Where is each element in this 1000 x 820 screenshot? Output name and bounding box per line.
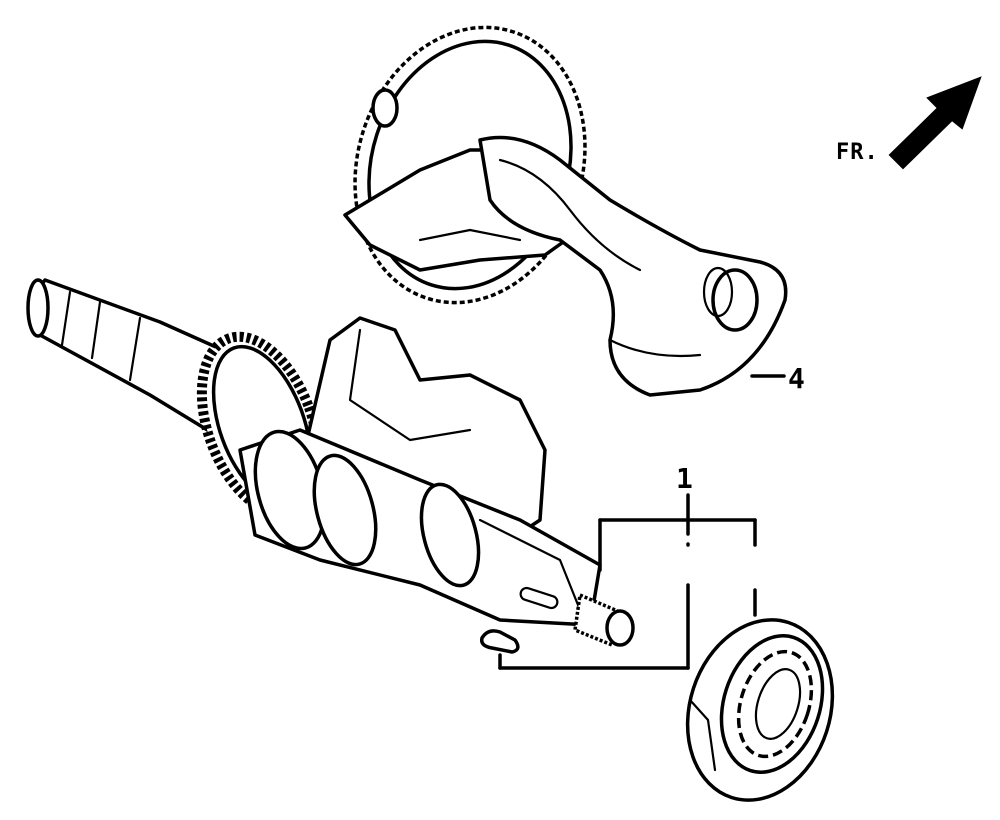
- ball-bearing: [685, 618, 835, 802]
- crankshaft: [26, 278, 635, 647]
- woodruff-key: [479, 629, 520, 654]
- callout-number-4: 4: [788, 362, 805, 395]
- front-direction-arrow: [888, 76, 982, 170]
- front-direction-label: FR.: [836, 140, 879, 165]
- callout-1-bracket: [498, 493, 757, 670]
- callout-number-1: 1: [676, 462, 693, 495]
- camshaft-assembly: [343, 25, 788, 397]
